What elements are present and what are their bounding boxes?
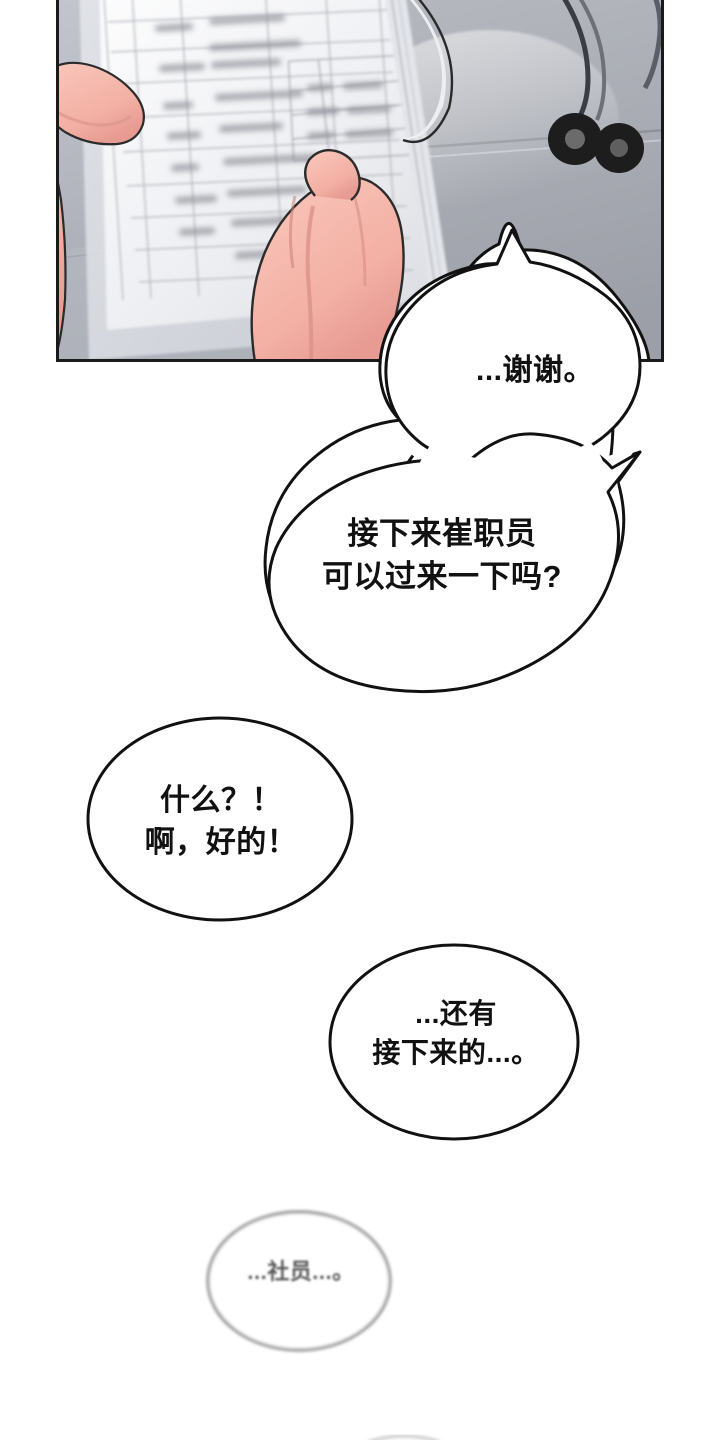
bubble-junction-mask — [420, 442, 604, 486]
bubble-seam-mask — [400, 388, 636, 524]
bubble-6-partial-arc — [369, 1434, 439, 1440]
caster-arm — [642, 0, 661, 90]
chair-caster — [548, 0, 661, 173]
caster-hub-left — [565, 129, 585, 149]
page-curl-fill — [399, 0, 446, 140]
comic-panel-office-desk — [56, 0, 664, 362]
caster-hub-right — [610, 139, 628, 157]
bubble-3-text: 什么？！ 啊，好的！ — [144, 784, 298, 859]
panel-artwork — [59, 0, 661, 359]
caster-stem-right — [578, 0, 607, 121]
left-palm — [59, 182, 67, 348]
right-index-finger — [303, 149, 361, 201]
caster-stem-left — [562, 0, 591, 120]
left-thumb — [59, 61, 145, 146]
bubble-1-text: ...谢谢。 — [475, 354, 594, 387]
page-curl-outline — [402, 0, 454, 144]
paper-edge-fan — [385, 0, 451, 300]
bubble-2-text: 接下来崔职员 可以过来一下吗? — [322, 516, 562, 595]
left-thumb-crease — [59, 111, 132, 127]
bubble-4-text: ...还有 接下来的...。 — [372, 998, 540, 1068]
bubble-5-text: ...社员...。 — [247, 1259, 355, 1284]
left-hand — [59, 61, 145, 348]
report-text-blocks — [155, 14, 394, 260]
